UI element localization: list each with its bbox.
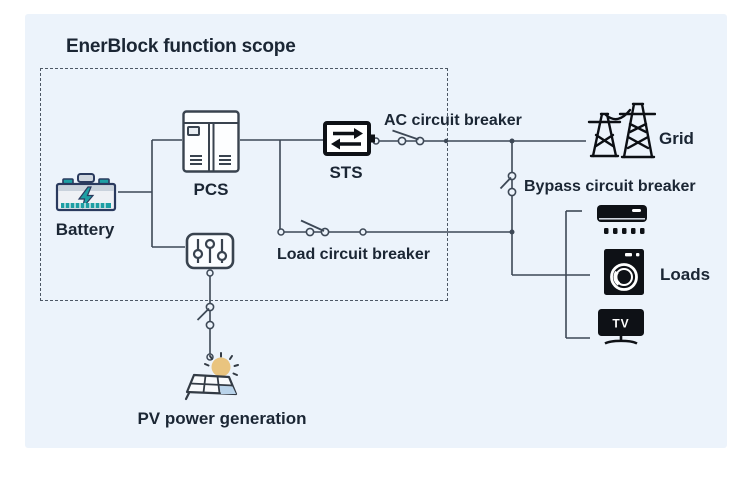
solar-panel-sun-icon — [184, 352, 239, 401]
function-scope-dashed-box — [40, 68, 448, 301]
wires — [118, 139, 590, 358]
load-circuit-breaker-symbol — [277, 219, 367, 237]
bypass-circuit-breaker-symbol — [499, 171, 517, 197]
load-circuit-breaker-label: Load circuit breaker — [277, 246, 430, 263]
loads-label: Loads — [660, 265, 711, 284]
washing-machine-icon — [604, 249, 644, 295]
ac-circuit-breaker-label: AC circuit breaker — [384, 112, 522, 129]
bypass-circuit-breaker-label: Bypass circuit breaker — [524, 178, 696, 195]
pv-switch-symbol — [196, 269, 215, 361]
battery-label: Battery — [55, 220, 115, 239]
tv-icon-text: TV — [612, 317, 629, 331]
pv-power-generation-label: PV power generation — [137, 409, 307, 428]
transmission-tower-icon — [587, 102, 656, 159]
junction-dots — [443, 138, 515, 235]
pcs-cabinet-icon — [182, 110, 240, 173]
pcs-label: PCS — [193, 180, 229, 199]
diagram-background-panel — [25, 14, 727, 448]
battery-icon — [55, 173, 117, 212]
sts-transfer-switch-icon — [323, 121, 375, 156]
ac-circuit-breaker-symbol — [372, 129, 425, 146]
air-conditioner-icon — [597, 205, 647, 234]
sts-label: STS — [329, 163, 363, 182]
diagram-title: EnerBlock function scope — [66, 36, 296, 57]
slider-converter-icon — [185, 232, 235, 270]
tv-icon: TV — [598, 309, 644, 345]
grid-label: Grid — [659, 129, 694, 148]
